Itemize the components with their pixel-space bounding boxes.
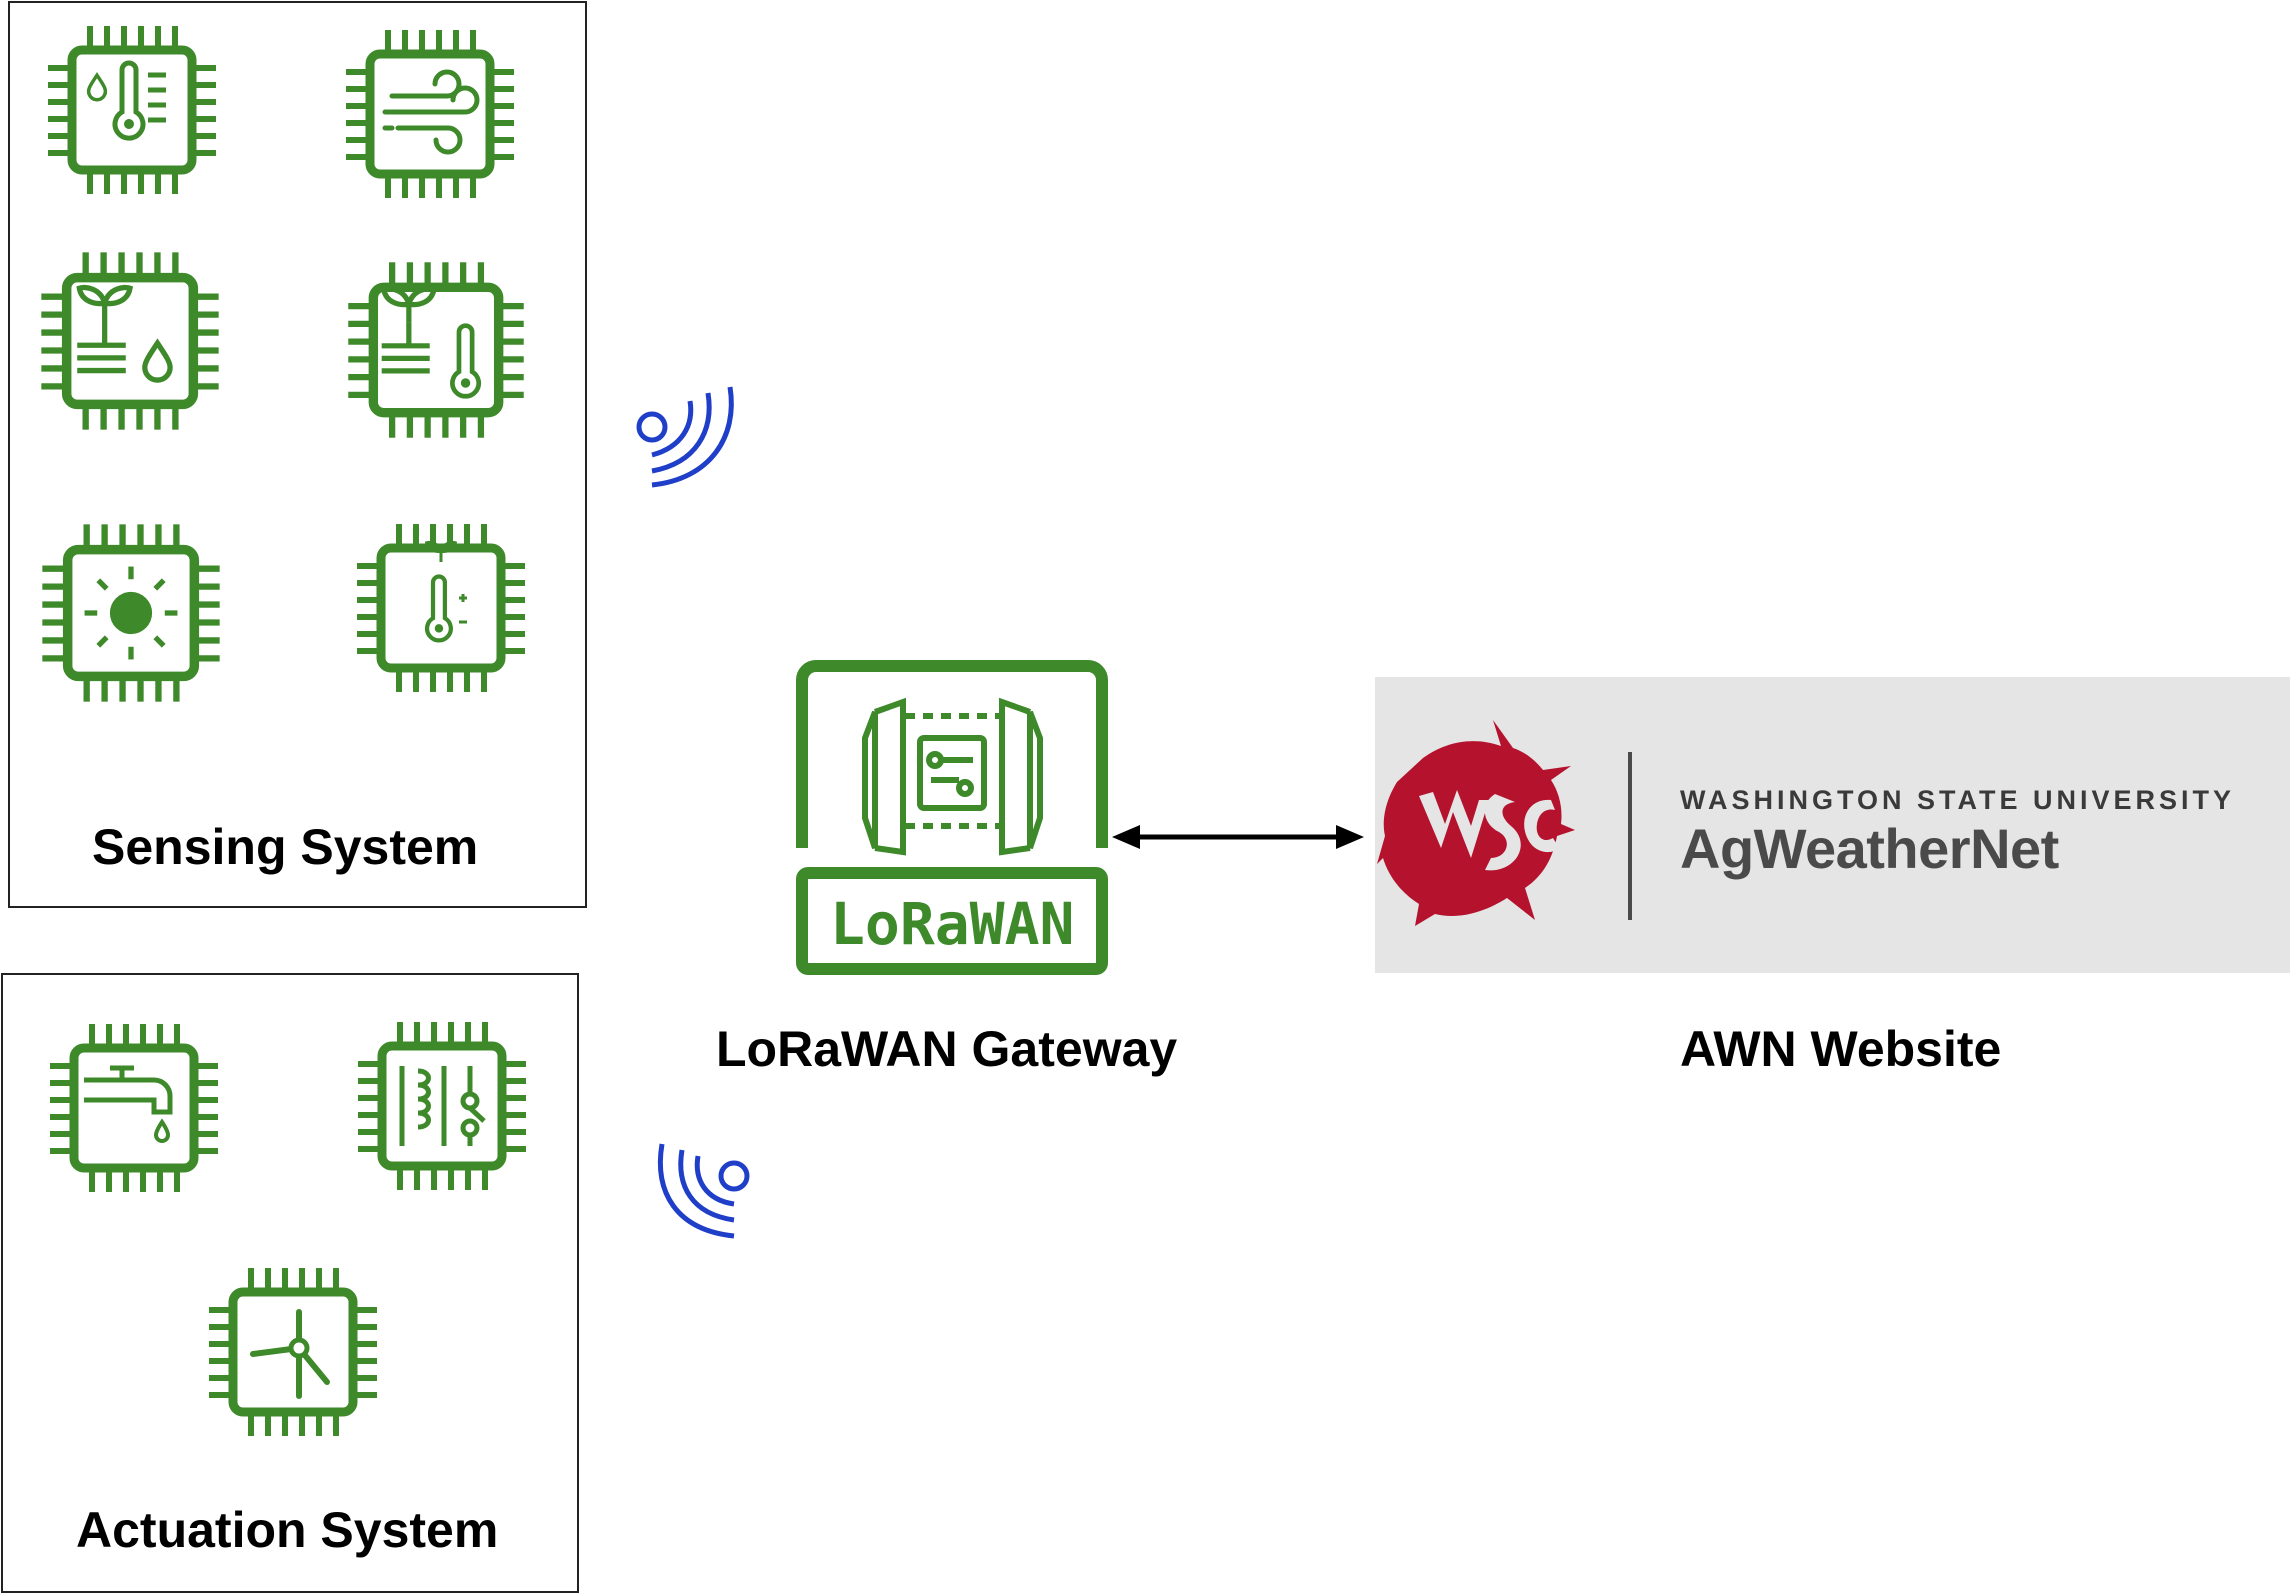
fan-actuator-icon	[203, 1262, 383, 1442]
water-valve-actuator-icon	[44, 1018, 224, 1198]
leaf-temperature-sensor-icon	[351, 518, 531, 698]
sensing-system-label: Sensing System	[92, 819, 479, 875]
control-switch-actuator-icon	[352, 1016, 532, 1196]
lorawan-badge-text: LoRaWAN	[830, 890, 1075, 958]
awn-name-text: AgWeatherNet	[1680, 817, 2059, 880]
wsu-cougar-logo-icon	[1377, 720, 1575, 926]
awn-university-text: WASHINGTON STATE UNIVERSITY	[1680, 785, 2236, 815]
actuation-system-label: Actuation System	[76, 1502, 499, 1558]
lorawan-gateway-label: LoRaWAN Gateway	[716, 1021, 1178, 1077]
awn-website-label: AWN Website	[1680, 1021, 2002, 1077]
solar-radiation-sensor-icon	[36, 518, 226, 708]
wireless-signal-lower-icon	[657, 1143, 750, 1239]
actuation-system-box	[1, 973, 579, 1593]
soil-moisture-sensor-icon	[35, 246, 225, 436]
wireless-signal-upper-icon	[636, 386, 734, 488]
temperature-humidity-sensor-icon	[42, 20, 222, 200]
soil-temperature-sensor-icon	[342, 256, 530, 444]
lorawan-gateway-icon	[796, 660, 1108, 975]
awn-logo-divider	[1628, 752, 1632, 920]
wind-sensor-icon	[340, 24, 520, 204]
bidirectional-arrow	[1112, 825, 1364, 849]
